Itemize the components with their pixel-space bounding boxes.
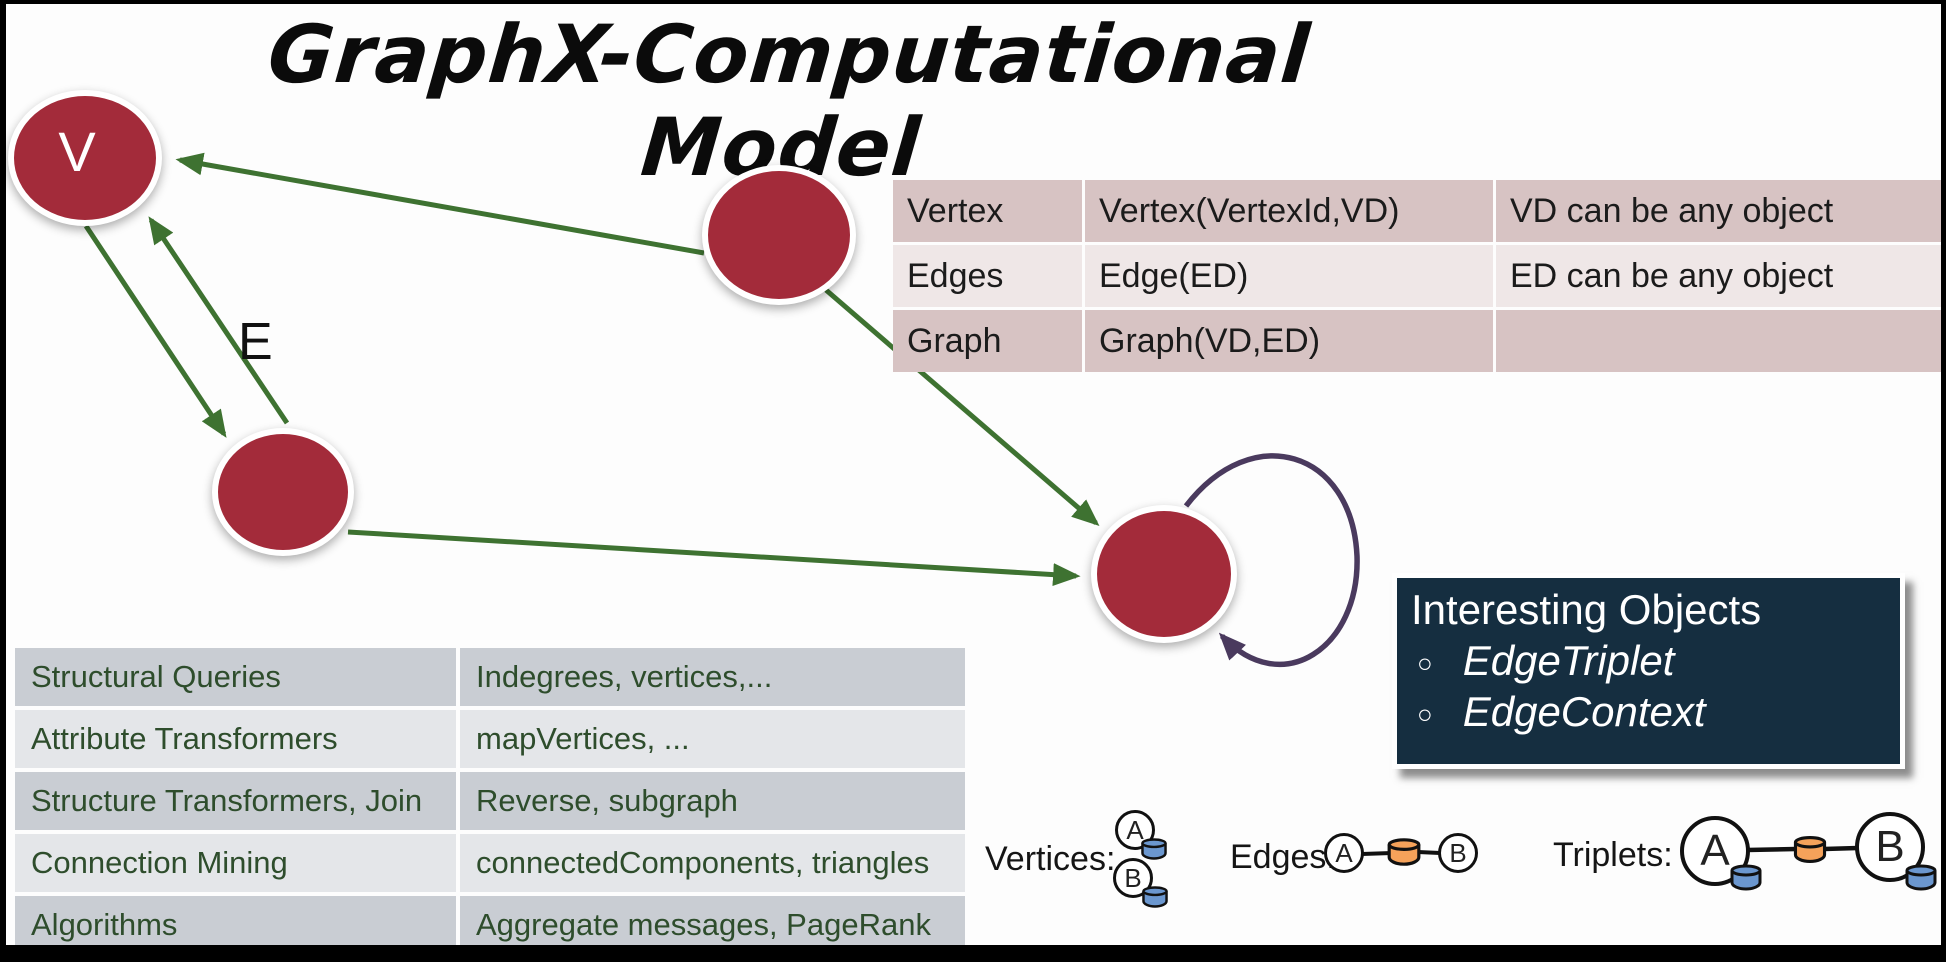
slide-border-left: [0, 0, 6, 962]
ops-cell: Aggregate messages, PageRank: [460, 896, 965, 954]
interesting-objects-item-text: EdgeContext: [1462, 688, 1706, 735]
triplet-edge-cylinder-icon: [1793, 836, 1827, 863]
ops-cell: Reverse, subgraph: [460, 772, 965, 830]
schema-cell: Edge(ED): [1085, 245, 1493, 307]
legend-triplets-b-circle: B: [1855, 812, 1925, 882]
schema-cell: Graph: [893, 310, 1082, 372]
ops-cell: mapVertices, ...: [460, 710, 965, 768]
schema-cell: Vertex(VertexId,VD): [1085, 180, 1493, 242]
schema-table: Vertex Vertex(VertexId,VD) VD can be any…: [893, 180, 1941, 372]
legend-triplets-a-circle: A: [1680, 816, 1750, 886]
ops-cell: Structure Transformers, Join: [15, 772, 456, 830]
circle-bullet-icon: ○: [1417, 647, 1433, 678]
graph-vertex-v: V: [8, 90, 162, 226]
edge-left-to-v-up: [148, 216, 290, 425]
schema-cell: Vertex: [893, 180, 1082, 242]
legend-node-letter: A: [1335, 837, 1353, 868]
legend-node-letter: A: [1126, 814, 1144, 845]
legend-triplets-link-right: [1823, 845, 1859, 852]
legend-node-letter: B: [1124, 862, 1142, 893]
schema-cell: VD can be any object: [1496, 180, 1941, 242]
legend-edges-link-right: [1417, 850, 1441, 855]
legend-edges-label: Edges:: [1230, 838, 1336, 876]
legend-node-letter: A: [1700, 826, 1730, 875]
interesting-objects-item-text: EdgeTriplet: [1462, 637, 1675, 684]
graph-vertex-left: [212, 428, 354, 556]
ops-cell: connectedComponents, triangles: [460, 834, 965, 892]
interesting-objects-item: ○ EdgeContext: [1417, 688, 1900, 736]
operators-table: Structural Queries Indegrees, vertices,.…: [15, 648, 965, 954]
triplet-b-data-cylinder-icon: [1905, 864, 1937, 891]
graph-vertex-right: [1091, 505, 1237, 643]
vertex-b-data-cylinder-icon: [1142, 886, 1168, 908]
edge-midtop-to-v: [175, 152, 705, 256]
schema-cell: [1496, 310, 1941, 372]
edge-v-to-left-down: [83, 224, 227, 438]
legend-vertex-b-circle: B: [1113, 858, 1153, 898]
edge-data-cylinder-icon: [1387, 838, 1421, 866]
vertex-v-label: V: [58, 119, 96, 183]
ops-cell: Indegrees, vertices,...: [460, 648, 965, 706]
legend-edges-link-left: [1361, 851, 1393, 856]
slide-border-right: [1941, 0, 1946, 962]
slide-border-bottom: [0, 945, 1946, 962]
legend-triplets-label: Triplets:: [1553, 836, 1673, 874]
circle-bullet-icon: ○: [1417, 698, 1433, 729]
legend-edges-b-circle: B: [1438, 833, 1478, 873]
ops-cell: Attribute Transformers: [15, 710, 456, 768]
edge-left-to-right-long: [347, 529, 1081, 587]
interesting-objects-item: ○ EdgeTriplet: [1417, 637, 1900, 685]
edge-midtop-to-right: [824, 288, 1100, 526]
vertex-a-data-cylinder-icon: [1141, 838, 1167, 860]
interesting-objects-title: Interesting Objects: [1411, 586, 1762, 633]
graph-vertex-top-middle: [702, 165, 856, 305]
legend-node-letter: B: [1875, 822, 1905, 871]
legend-edges-a-circle: A: [1324, 833, 1364, 873]
edge-e-label: E: [238, 313, 273, 371]
triplet-a-data-cylinder-icon: [1730, 864, 1762, 891]
legend-vertices-label: Vertices:: [985, 840, 1116, 878]
legend-triplets-link-left: [1746, 846, 1797, 853]
legend-node-letter: B: [1449, 837, 1467, 868]
schema-cell: Edges: [893, 245, 1082, 307]
schema-cell: ED can be any object: [1496, 245, 1941, 307]
ops-cell: Algorithms: [15, 896, 456, 954]
slide-border-top: [0, 0, 1946, 4]
self-loop-edge: [1183, 453, 1360, 668]
ops-cell: Connection Mining: [15, 834, 456, 892]
schema-cell: Graph(VD,ED): [1085, 310, 1493, 372]
ops-cell: Structural Queries: [15, 648, 456, 706]
interesting-objects-panel: Interesting Objects ○ EdgeTriplet ○ Edge…: [1392, 573, 1905, 769]
legend-vertex-a-circle: A: [1115, 810, 1155, 850]
